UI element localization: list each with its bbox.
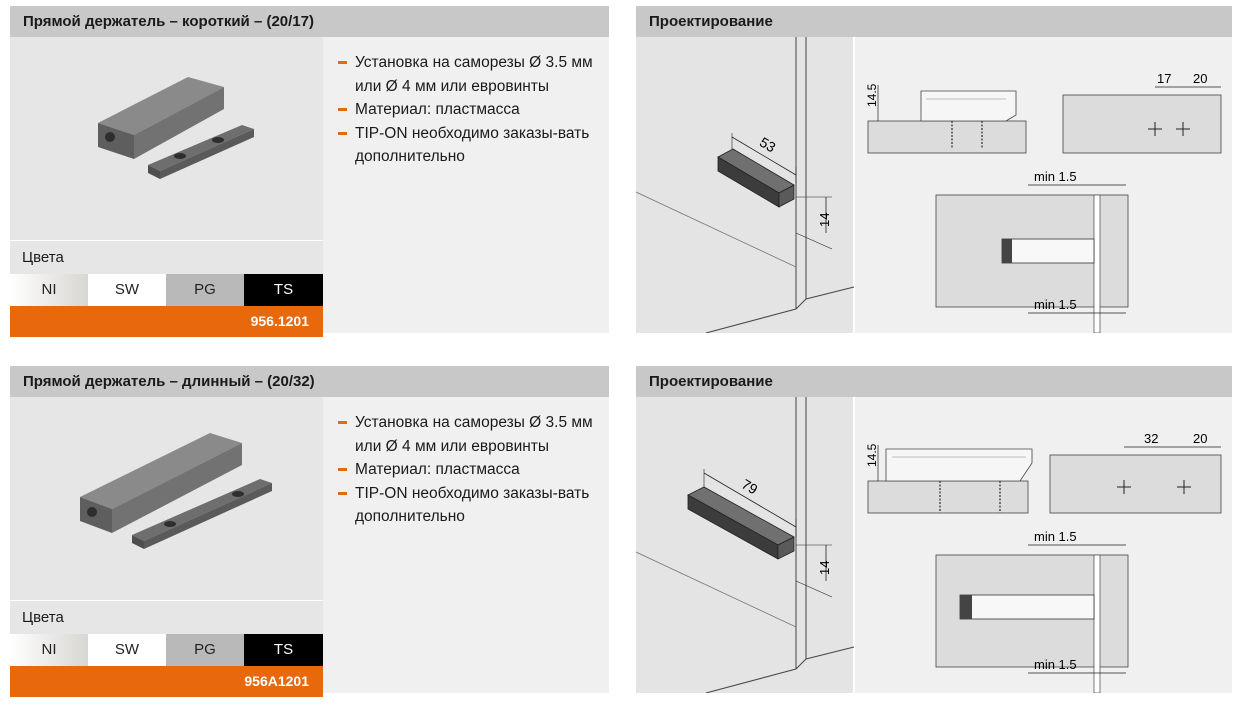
dim-height: 14 [817,213,832,227]
product-panel-long: Прямой держатель – длинный – (20/32) Цве… [10,366,609,697]
product-image [10,397,323,600]
article-number: 956.1201 [10,306,323,337]
color-swatch-ts[interactable]: TS [244,274,323,306]
color-swatch-sw[interactable]: SW [88,274,166,306]
product-image [10,37,323,240]
product-title: Прямой держатель – длинный – (20/32) [10,366,609,397]
color-swatch-sw[interactable]: SW [88,634,166,666]
dim-spacing: 32 [1144,431,1158,446]
colors-label: Цвета [10,240,323,274]
color-swatches: NI SW PG TS [10,274,323,306]
dim-top: 14.5 [865,443,879,467]
feature-item: Установка на саморезы Ø 3.5 мм или Ø 4 м… [338,51,608,98]
dim-height: 14 [817,561,832,575]
color-swatch-ts[interactable]: TS [244,634,323,666]
technical-drawing: 79 14 14.5 32 20 min 1.5 min 1.5 [636,397,1232,693]
dim-spacing: 17 [1157,71,1171,86]
design-panel-long: Проектирование 79 14 14.5 [636,366,1232,693]
dim-length: 53 [757,134,779,156]
dim-edge: 20 [1193,71,1207,86]
technical-drawing: 53 14 14.5 17 20 min 1.5 min 1.5 [636,37,1232,333]
dim-length: 79 [739,476,761,498]
min-bottom-label: min 1.5 [1034,297,1077,312]
color-swatches: NI SW PG TS [10,634,323,666]
feature-item: Материал: пластмасса [338,98,608,122]
design-title: Проектирование [636,6,1232,37]
design-panel-short: Проектирование 53 14 14.5 [636,6,1232,333]
min-top-label: min 1.5 [1034,529,1077,544]
colors-label: Цвета [10,600,323,634]
min-bottom-label: min 1.5 [1034,657,1077,672]
article-number: 956A1201 [10,666,323,697]
feature-item: TIP-ON необходимо заказы-вать дополнител… [338,122,608,169]
feature-list: Установка на саморезы Ø 3.5 мм или Ø 4 м… [338,51,608,169]
product-panel-short: Прямой держатель – короткий – (20/17) Цв… [10,6,609,337]
color-swatch-pg[interactable]: PG [166,634,244,666]
dim-edge: 20 [1193,431,1207,446]
feature-item: Материал: пластмасса [338,458,608,482]
dim-top: 14.5 [865,83,879,107]
feature-list: Установка на саморезы Ø 3.5 мм или Ø 4 м… [338,411,608,529]
color-swatch-ni[interactable]: NI [10,634,88,666]
feature-item: Установка на саморезы Ø 3.5 мм или Ø 4 м… [338,411,608,458]
min-top-label: min 1.5 [1034,169,1077,184]
color-swatch-pg[interactable]: PG [166,274,244,306]
color-swatch-ni[interactable]: NI [10,274,88,306]
product-title: Прямой держатель – короткий – (20/17) [10,6,609,37]
design-title: Проектирование [636,366,1232,397]
feature-item: TIP-ON необходимо заказы-вать дополнител… [338,482,608,529]
